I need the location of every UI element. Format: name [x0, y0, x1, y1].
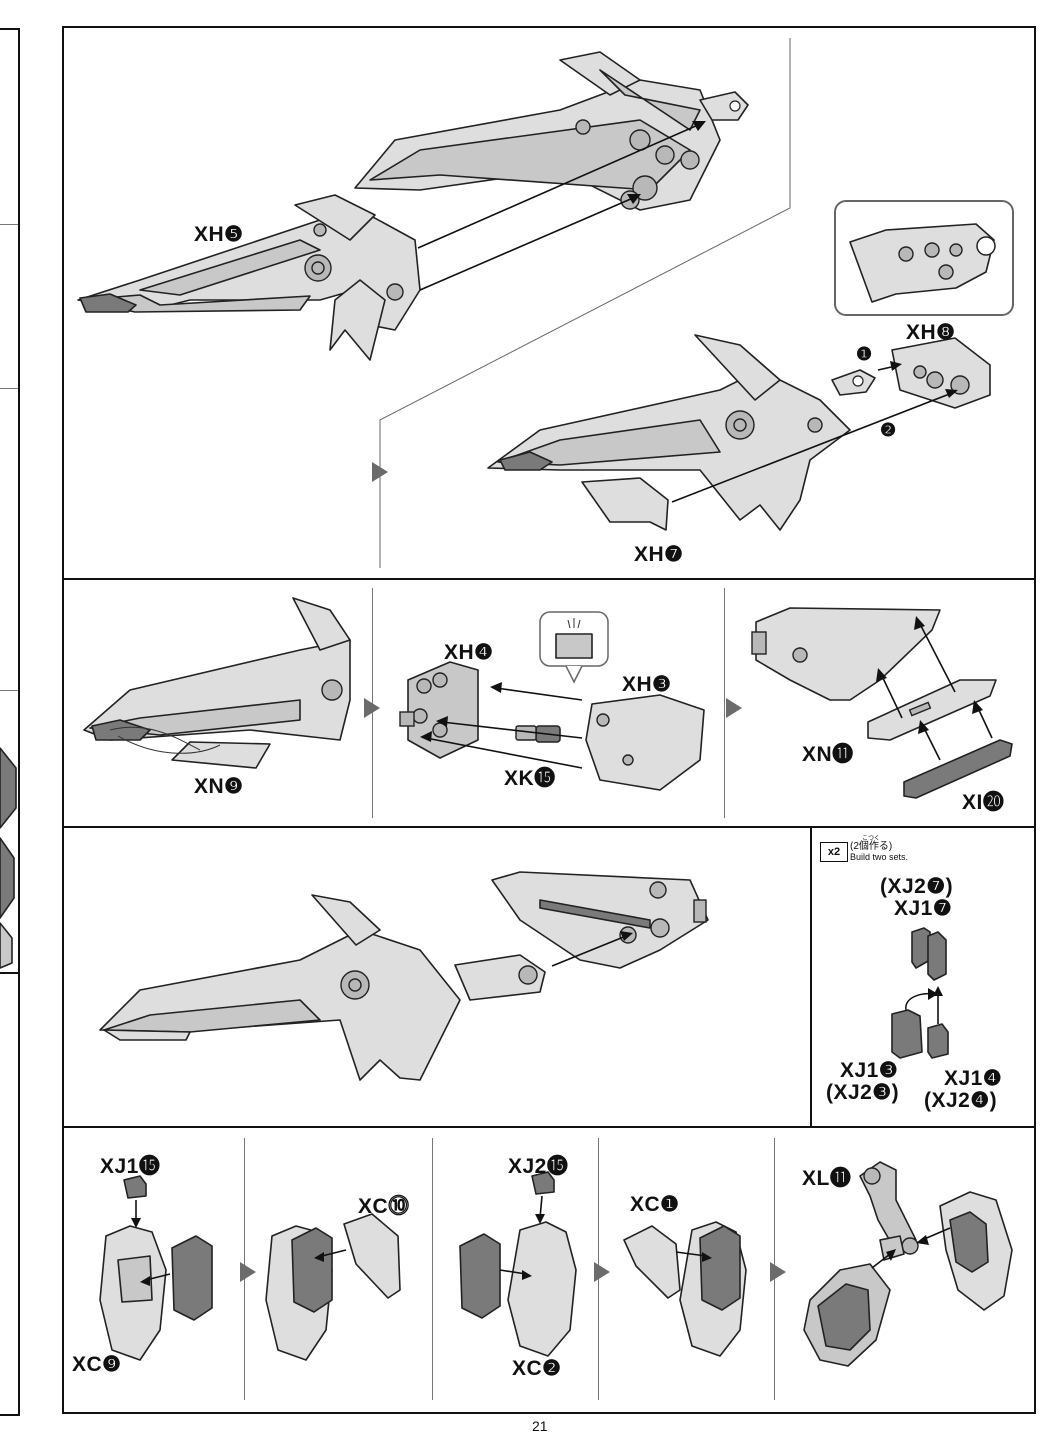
left-column-divider [0, 690, 18, 691]
part-label-xn9: XN❾ [194, 775, 244, 798]
build-multiplier: x2 [827, 846, 841, 858]
part-label-xn11: XN⓫ [802, 743, 854, 766]
part-label-xc9: XC❾ [72, 1353, 122, 1376]
part-label-xh5: XH❺ [194, 223, 244, 246]
part-label-xc10: XC⓾ [358, 1195, 410, 1218]
xj-assembly-drawing [891, 927, 949, 1059]
left-column-border [18, 28, 20, 1416]
instruction-frame [62, 26, 1036, 1414]
left-column-divider [0, 388, 18, 389]
step-separator-line [379, 38, 791, 568]
part-label-xh3: XH❸ [622, 673, 672, 696]
part-label-xh8: XH❽ [906, 321, 956, 344]
step-marker-2: ❷ [880, 420, 897, 440]
part-label-xc1: XC❶ [630, 1193, 680, 1216]
part-label-xj2-4: (XJ2❹) [924, 1089, 998, 1112]
panel-divider [432, 1138, 433, 1400]
build-note-japanese: (2個作る) [850, 841, 893, 852]
part-label-xj2-7: (XJ2❼) [880, 875, 954, 898]
left-column-top [0, 28, 20, 30]
part-label-xj2-15: XJ2⓯ [508, 1155, 569, 1178]
panel-divider [724, 588, 725, 818]
build-note-english: Build two sets. [850, 852, 909, 862]
part-label-xl11: XL⓫ [802, 1167, 852, 1190]
left-column-fragment-drawing [0, 747, 17, 969]
part-label-xj1-7: XJ1❼ [894, 897, 953, 920]
wing-assembly-drawing [77, 51, 749, 361]
part-label-xc2: XC❷ [512, 1357, 562, 1380]
section-divider [62, 826, 1034, 828]
part-label-xi20: XI⓴ [962, 791, 1005, 814]
part-label-xk15: XK⓯ [504, 767, 556, 790]
build-two-sets-badge: x2 [820, 842, 848, 862]
section-divider [62, 1126, 1034, 1128]
step-marker-1: ❶ [856, 344, 873, 364]
section-divider [62, 578, 1034, 580]
page-number: 21 [532, 1418, 548, 1434]
wing-assembly-step2-drawing [372, 334, 991, 531]
panel-divider [810, 828, 812, 1126]
section3-wing-drawing [99, 871, 709, 1081]
left-column-bottom [0, 1414, 20, 1416]
inset-part-drawing [849, 223, 996, 303]
part-label-xj1-15: XJ1⓯ [100, 1155, 161, 1178]
part-label-xj1-3: XJ1❸ [840, 1059, 899, 1082]
part-label-xj2-3: (XJ2❸) [826, 1081, 900, 1104]
part-label-xh7: XH❼ [634, 543, 684, 566]
build-furigana: こつく [862, 836, 881, 842]
part-label-xj1-4: XJ1❹ [944, 1067, 1003, 1090]
detail-inset [834, 200, 1014, 316]
part-label-xh4: XH❹ [444, 641, 494, 664]
left-column-divider [0, 972, 20, 974]
panel-divider [372, 588, 373, 818]
section2-drawings [83, 597, 1013, 799]
left-column-divider [0, 224, 18, 225]
left-column-edge [0, 28, 22, 1416]
